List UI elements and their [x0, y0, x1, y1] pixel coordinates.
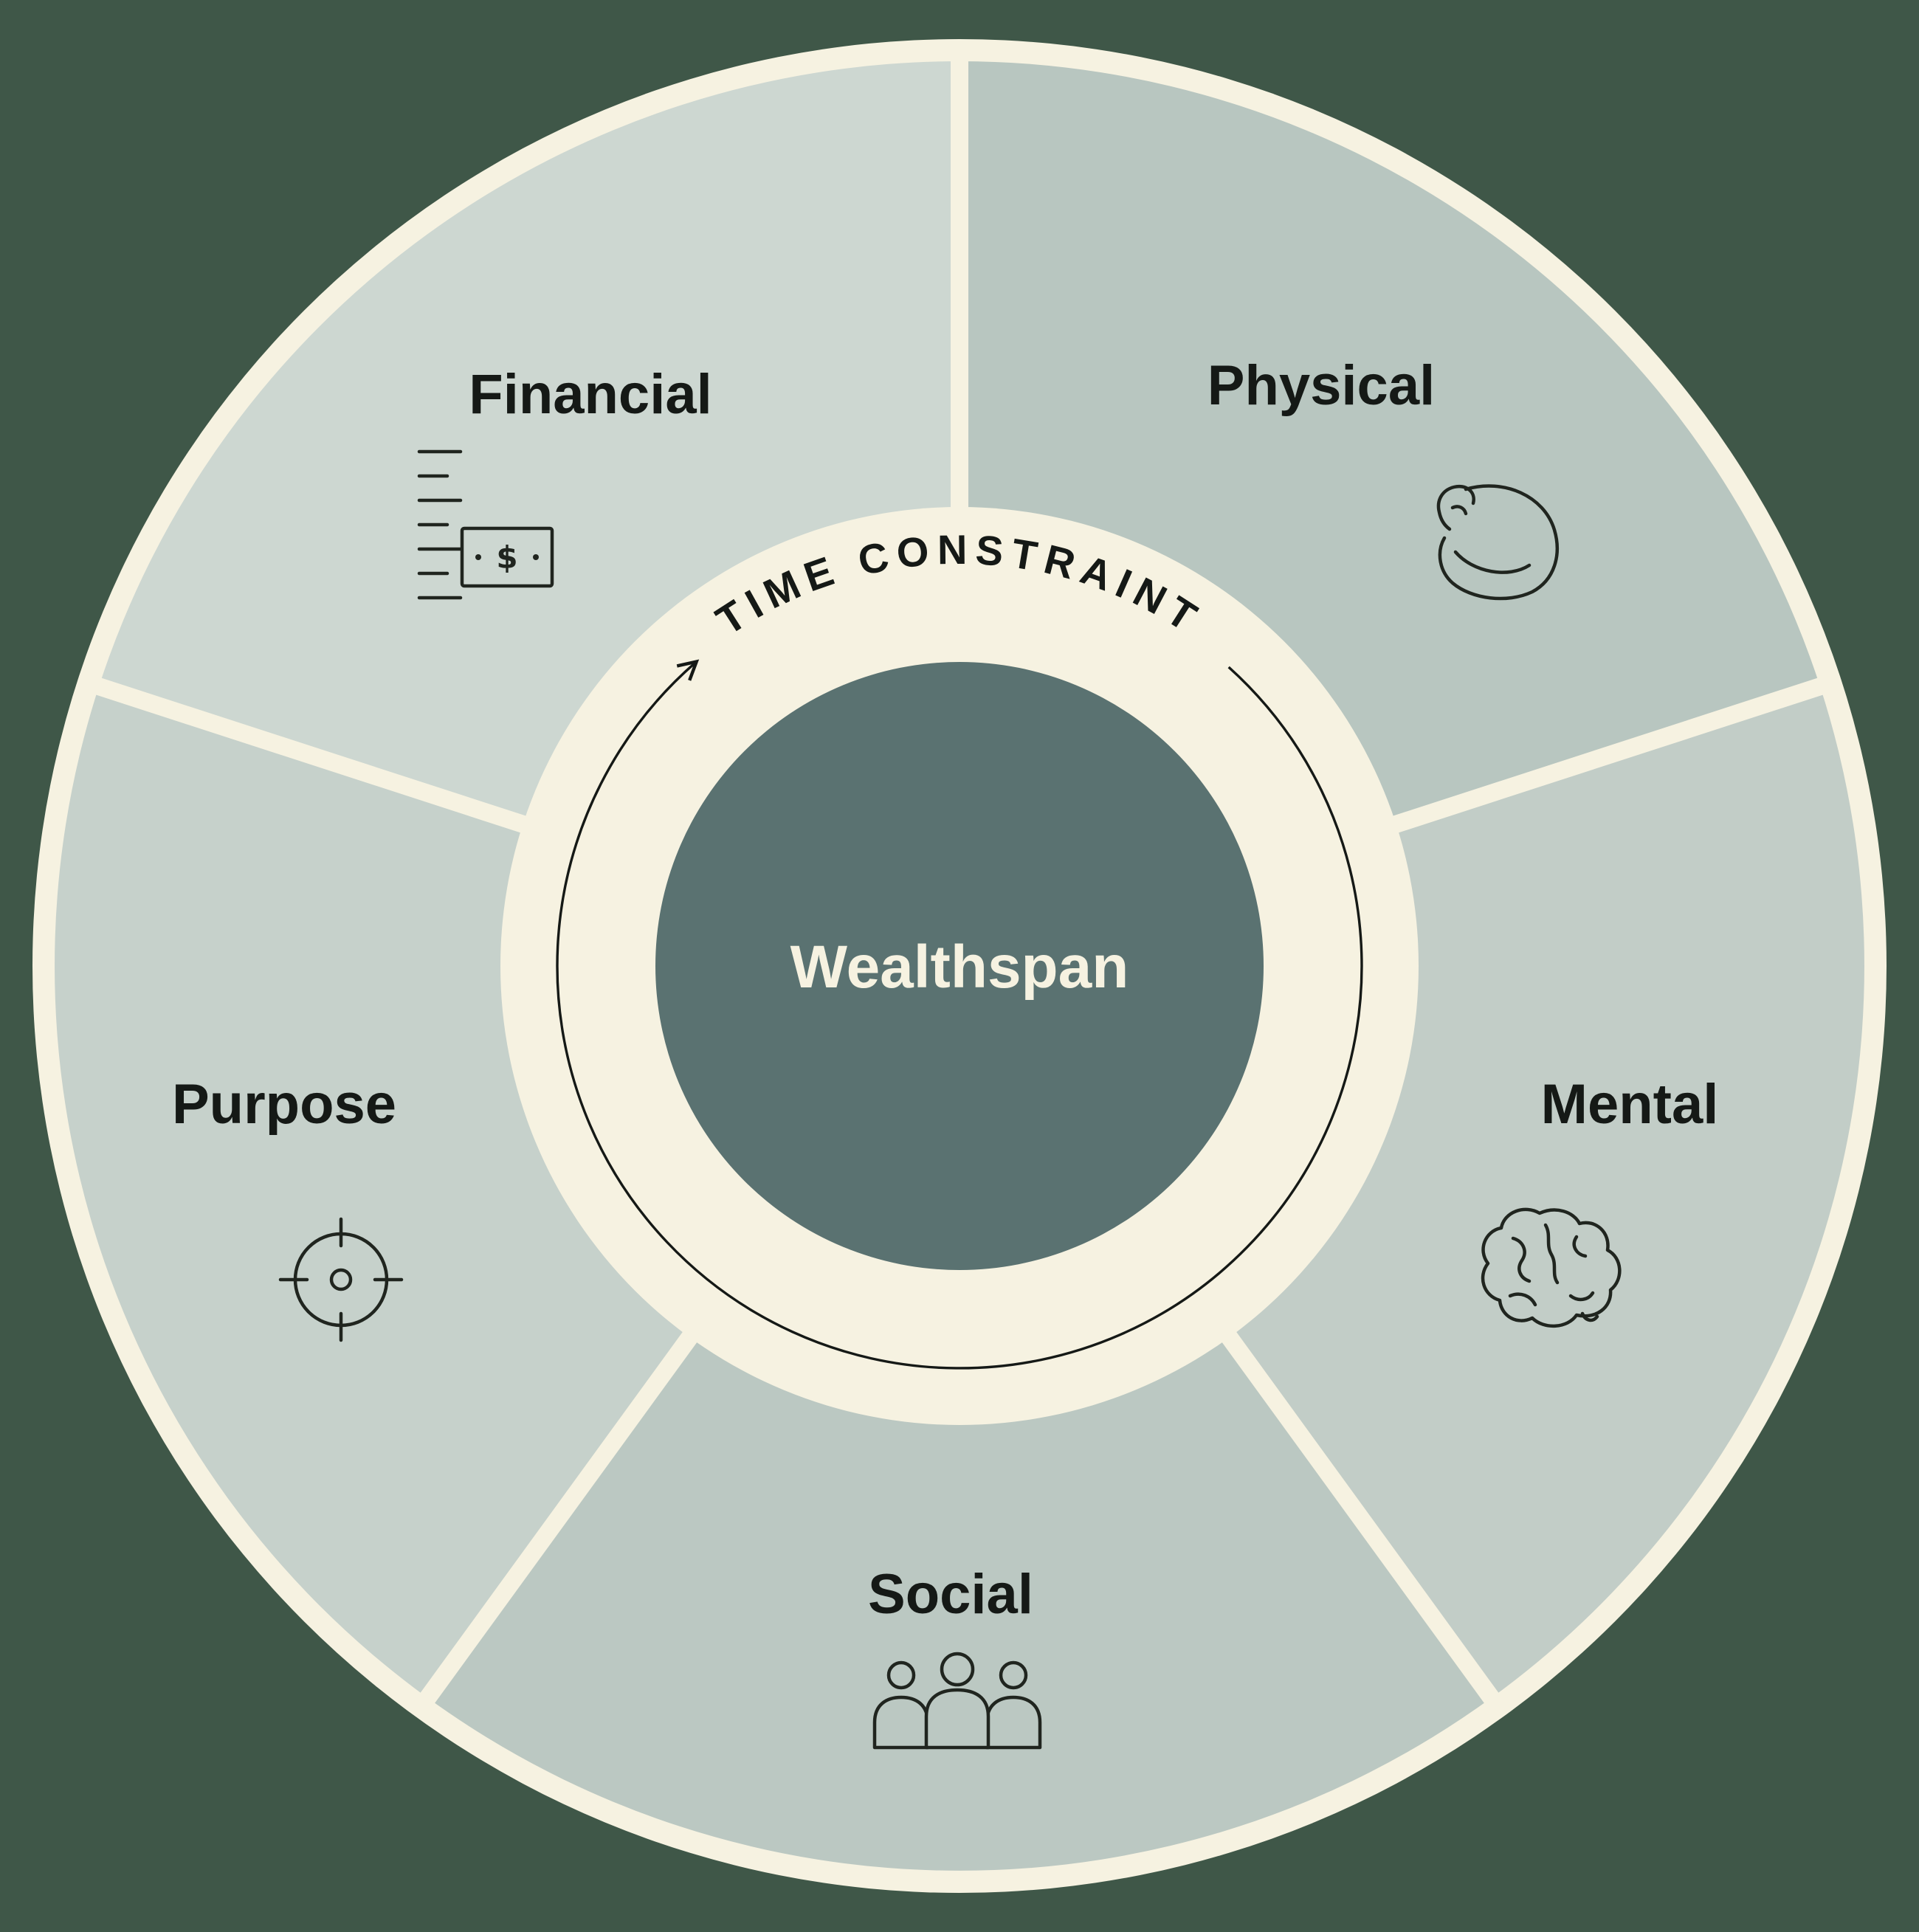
- people-icon: [872, 1652, 1042, 1750]
- bicep-icon: [1436, 484, 1559, 601]
- segment-social: [427, 1336, 1492, 1871]
- wheel-segments: [55, 61, 1864, 1871]
- time-cycle-arrow-icon: [556, 659, 1363, 1370]
- label-purpose: Purpose: [172, 1073, 396, 1136]
- money-icon: $: [417, 449, 554, 600]
- banknote-outline: [460, 526, 554, 588]
- banknote-dot-left: [475, 554, 481, 560]
- brain-fold-2: [1543, 1223, 1560, 1285]
- person-center-body: [924, 1688, 990, 1750]
- bicep-knuckle: [1450, 505, 1468, 516]
- brain-fold-1: [1511, 1236, 1532, 1283]
- label-social: Social: [868, 1563, 1033, 1626]
- money-speed-lines: [417, 449, 463, 600]
- segment-mental: [1228, 686, 1864, 1698]
- label-physical: Physical: [1207, 354, 1435, 417]
- label-financial: Financial: [469, 363, 712, 426]
- segment-purpose: [55, 686, 691, 1698]
- segment-dividers: [86, 51, 1833, 1712]
- brain-fold-5: [1568, 1291, 1595, 1302]
- segment-labels: Financial Physical Mental Social Purpose: [172, 354, 1718, 1626]
- bicep-bulge: [1453, 550, 1532, 574]
- target-center-circle: [329, 1268, 353, 1291]
- brain-icon: [1481, 1207, 1622, 1328]
- brain-outline: [1481, 1207, 1622, 1328]
- brain-fold-3: [1572, 1235, 1588, 1258]
- banknote-dot-right: [533, 554, 539, 560]
- segment-physical: [960, 61, 1820, 825]
- brain-fold-4: [1508, 1292, 1537, 1307]
- person-center-head: [940, 1652, 975, 1687]
- center-circle: [655, 662, 1264, 1270]
- label-mental: Mental: [1541, 1073, 1719, 1136]
- bicep-arm-outline: [1438, 484, 1559, 601]
- person-right-head: [999, 1660, 1028, 1690]
- center-title: Wealthspan: [790, 934, 1129, 1001]
- brain-stem: [1580, 1311, 1599, 1322]
- target-icon: [278, 1217, 404, 1342]
- segment-financial: [99, 61, 960, 825]
- person-left-head: [886, 1660, 916, 1690]
- target-ticks: [278, 1217, 404, 1342]
- dollar-glyph: $: [496, 539, 517, 576]
